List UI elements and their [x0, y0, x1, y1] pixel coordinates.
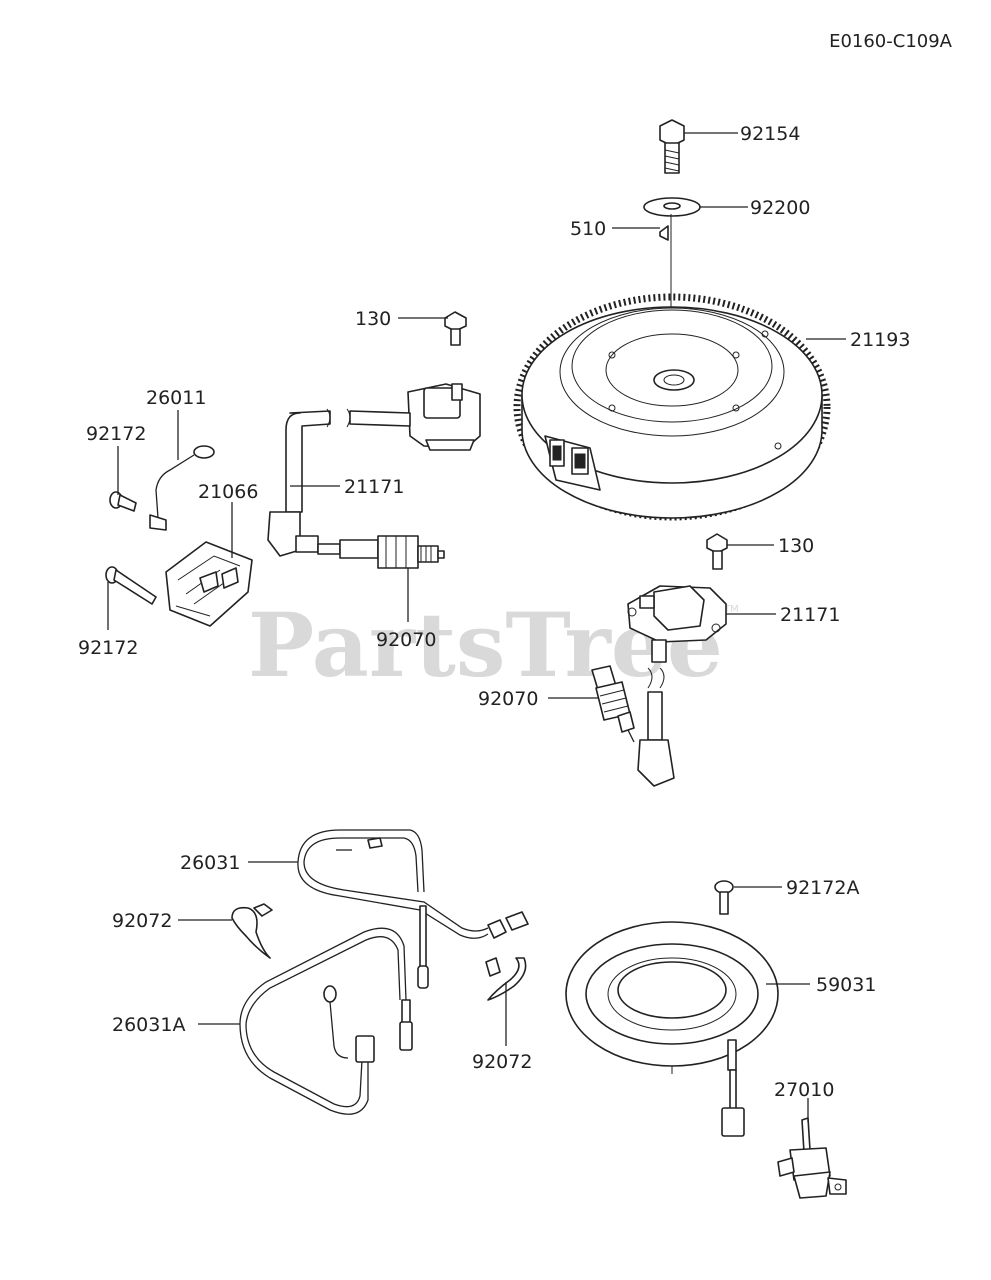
- spark-plug-92070-right[interactable]: [591, 665, 635, 743]
- callout-92070-left: 92070: [376, 629, 436, 651]
- callout-92154: 92154: [740, 123, 800, 145]
- clamp-92072-left[interactable]: [231, 903, 273, 959]
- spark-plug-92070-left[interactable]: [317, 535, 445, 569]
- watermark-trademark: TM: [723, 604, 739, 615]
- diagram-code: E0160-C109A: [829, 31, 953, 52]
- callout-92172-upper: 92172: [86, 423, 146, 445]
- callout-92172a: 92172A: [786, 877, 859, 899]
- callout-27010: 27010: [774, 1079, 834, 1101]
- callout-92072-left: 92072: [112, 910, 172, 932]
- ground-lead-26011[interactable]: [149, 445, 215, 531]
- wire-harness-26031[interactable]: [297, 829, 529, 989]
- callout-59031: 59031: [816, 974, 876, 996]
- leader-lines: [107, 132, 846, 1122]
- callout-21171-right: 21171: [780, 604, 840, 626]
- wire-harness-26031a[interactable]: [239, 927, 413, 1115]
- key-510[interactable]: [659, 225, 669, 241]
- callout-26031: 26031: [180, 852, 240, 874]
- callout-130-right: 130: [778, 535, 814, 557]
- callout-21171-left: 21171: [344, 476, 404, 498]
- callout-92070-right: 92070: [478, 688, 538, 710]
- callout-26031a: 26031A: [112, 1014, 185, 1036]
- ignition-coil-21171-left[interactable]: [267, 383, 481, 557]
- bolt-92154[interactable]: [659, 119, 685, 174]
- regulator-21066[interactable]: [165, 541, 253, 627]
- callout-21066: 21066: [198, 481, 258, 503]
- callout-21193: 21193: [850, 329, 910, 351]
- callout-130-left: 130: [355, 308, 391, 330]
- flywheel-21193[interactable]: [513, 293, 831, 521]
- bolt-130-left[interactable]: [444, 311, 467, 346]
- washer-92200[interactable]: [643, 197, 701, 217]
- screw-92172a[interactable]: [714, 880, 734, 915]
- bolt-130-right[interactable]: [706, 533, 728, 570]
- callout-92200: 92200: [750, 197, 810, 219]
- callout-92072-right: 92072: [472, 1051, 532, 1073]
- callout-26011: 26011: [146, 387, 206, 409]
- ignition-coil-21171-right[interactable]: [627, 585, 727, 787]
- callout-92172-lower: 92172: [78, 637, 138, 659]
- stator-59031[interactable]: [565, 921, 779, 1137]
- callout-510: 510: [570, 218, 606, 240]
- screw-92172-lower[interactable]: [105, 566, 157, 605]
- switch-27010[interactable]: [777, 1117, 847, 1199]
- clamp-92072-right[interactable]: [485, 957, 527, 1001]
- screw-92172-upper[interactable]: [109, 491, 137, 512]
